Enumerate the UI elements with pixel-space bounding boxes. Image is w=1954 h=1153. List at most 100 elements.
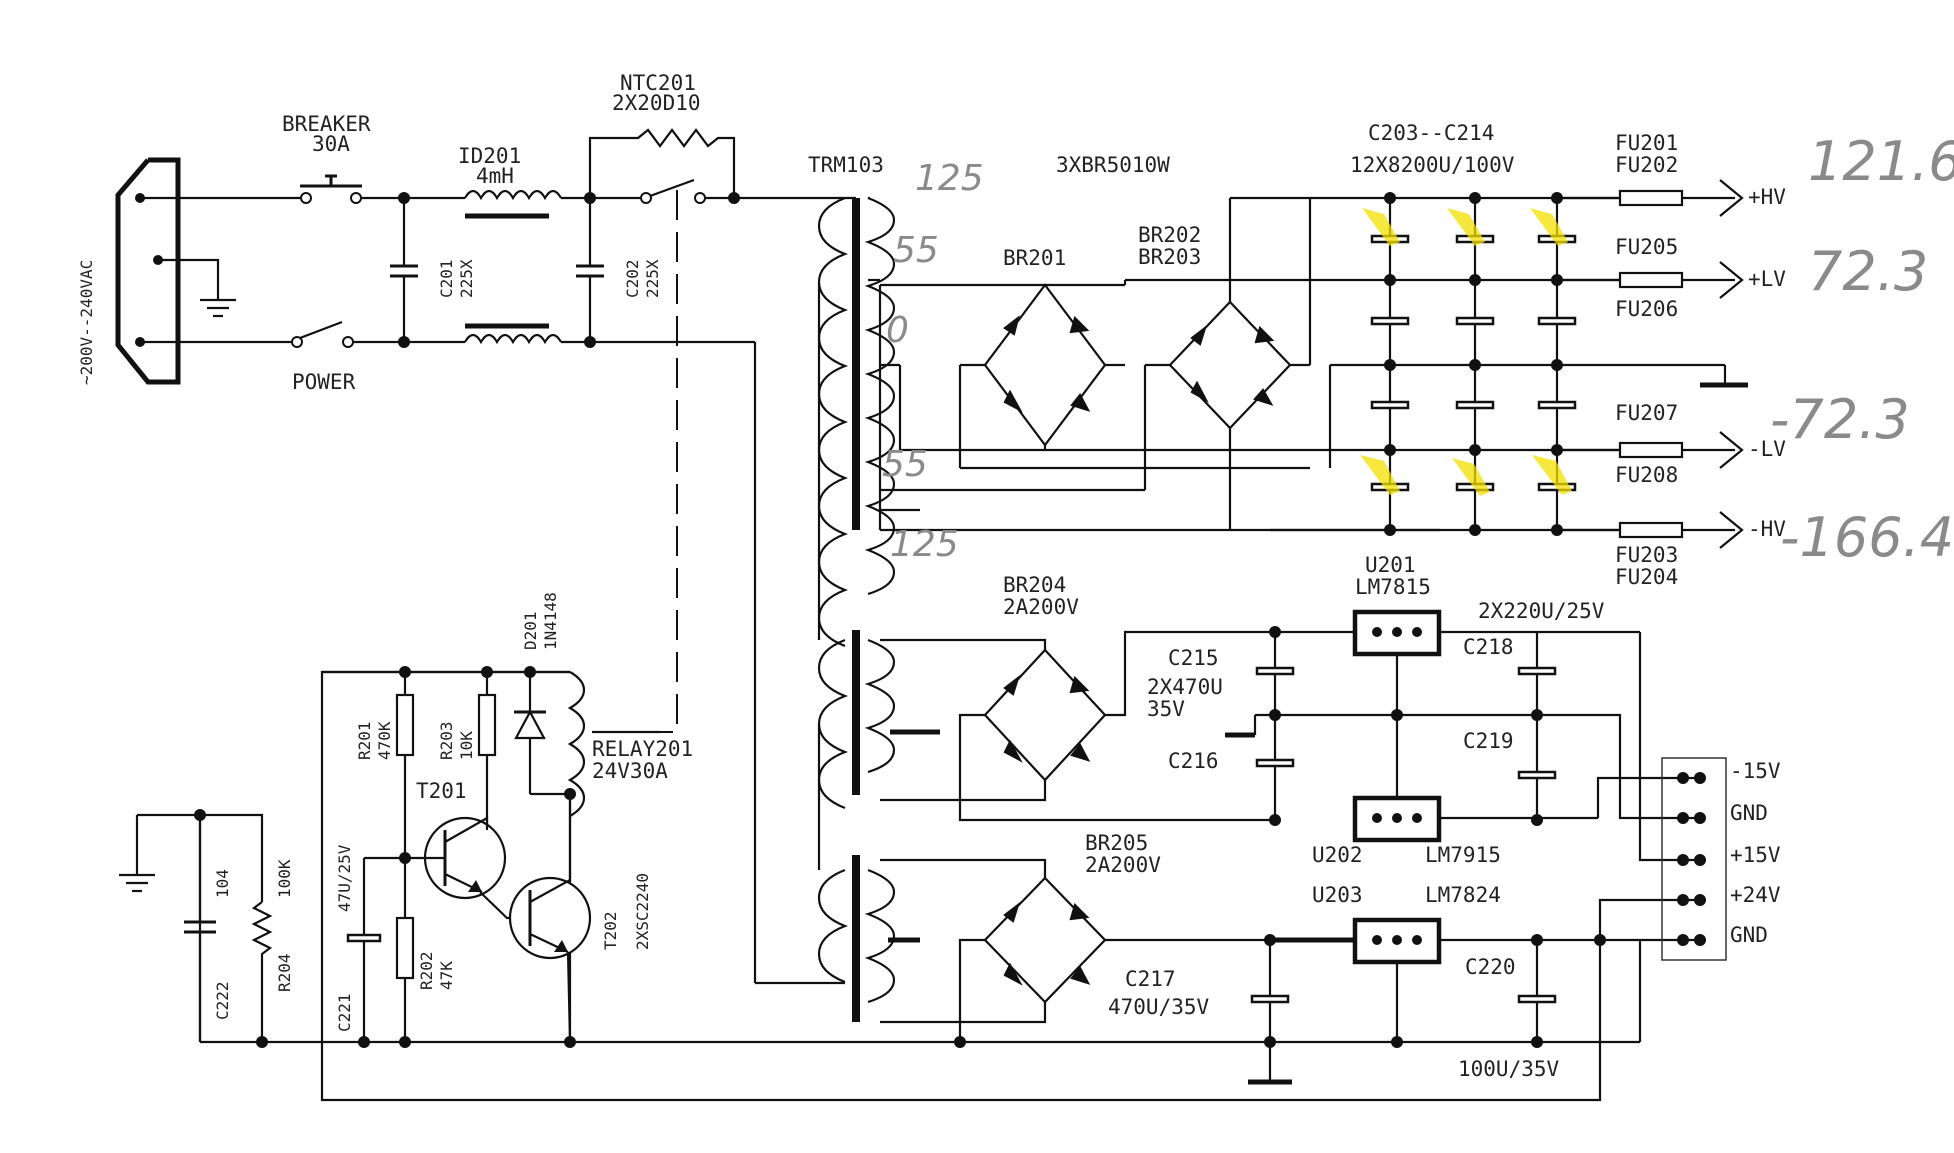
br205-value: 2A200V (1085, 853, 1161, 877)
d201-type: 1N4148 (541, 592, 560, 650)
breaker-label: BREAKER (282, 112, 371, 136)
u202-type: LM7915 (1425, 843, 1501, 867)
t202-label: T202 (601, 911, 620, 950)
fu205-label: FU205 (1615, 235, 1678, 259)
regulator-u202 (1352, 795, 1442, 843)
br202-label: BR202 (1138, 223, 1201, 247)
ntc-value: 2X20D10 (612, 91, 701, 115)
handwritten-tap-bottom: 125 (890, 524, 959, 565)
c217-label: C217 (1125, 967, 1176, 991)
t202-type: 2XSC2240 (633, 873, 652, 950)
output-fuses (1557, 179, 1744, 549)
ntc-relay-contact (588, 128, 856, 733)
bridge-rectifier-br204 (983, 648, 1107, 782)
handwritten-tap-55b: 55 (882, 444, 928, 485)
input-voltage-label: ~200V--240VAC (77, 260, 96, 385)
output-connector (1661, 757, 1727, 961)
capacitor-c202 (576, 192, 604, 348)
u201-label: U201 (1365, 553, 1416, 577)
relay-driver (322, 666, 660, 1043)
choke-label: ID201 (458, 144, 521, 168)
capacitor-c201 (390, 192, 418, 348)
c221-value: 47U/25V (335, 844, 354, 912)
t201-label: T201 (416, 779, 467, 803)
handwritten-hv-neg: -166.4 (1780, 506, 1954, 569)
r202-label: R202 (417, 951, 436, 990)
r201-value: 470K (375, 721, 394, 760)
handwritten-tap-0: 0 (886, 310, 909, 351)
br205-label: BR205 (1085, 831, 1148, 855)
handwritten-tap-top: 125 (915, 158, 984, 199)
capacitors-c215-c216 (1255, 626, 1403, 826)
c215-value2: 35V (1147, 697, 1185, 721)
transformer-trm103 (817, 196, 896, 1022)
c202-label: C202 (623, 259, 642, 298)
fu201-label: FU201 (1615, 131, 1678, 155)
c201-value: 225X (457, 259, 476, 298)
c218-label: C218 (1463, 635, 1514, 659)
output-hv-neg: -HV (1748, 517, 1786, 541)
c202-value: 225X (643, 259, 662, 298)
bridge-rectifier-br205 (983, 876, 1107, 1004)
relay-value: 24V30A (592, 759, 668, 783)
breaker-switch (300, 174, 362, 204)
relay-label: RELAY201 (592, 737, 693, 761)
output-lv-pos: +LV (1748, 267, 1786, 291)
c217-value: 470U/35V (1108, 995, 1210, 1019)
connector-pin-gnd2: GND (1730, 923, 1768, 947)
regulator-u201 (1352, 609, 1442, 657)
u203-type: LM7824 (1425, 883, 1501, 907)
regulator-u203 (1352, 917, 1442, 965)
br204-value: 2A200V (1003, 595, 1079, 619)
fu208-label: FU208 (1615, 463, 1678, 487)
capacitor-c217 (1248, 934, 1292, 1085)
br203-label: BR203 (1138, 245, 1201, 269)
output-lv-neg: -LV (1748, 437, 1786, 461)
rectifier-type-label: 3XBR5010W (1056, 153, 1170, 177)
r202-value: 47K (437, 961, 456, 990)
bridge-rectifier-br201 (983, 283, 1107, 447)
br204-label: BR204 (1003, 573, 1066, 597)
capacitor-bank (1360, 192, 1577, 536)
handwritten-tap-55a: 55 (893, 230, 939, 271)
choke-value: 4mH (476, 164, 514, 188)
u202-label: U202 (1312, 843, 1363, 867)
power-switch-label: POWER (292, 370, 356, 394)
c219-label: C219 (1463, 729, 1514, 753)
c222-value: 104 (213, 869, 232, 898)
c218-value: 2X220U/25V (1478, 599, 1605, 623)
c216-label: C216 (1168, 749, 1219, 773)
c215-label: C215 (1168, 646, 1219, 670)
r201-label: R201 (355, 721, 374, 760)
bridge-rectifier-br202 (1168, 300, 1292, 430)
connector-pin-pos24: +24V (1730, 883, 1781, 907)
c222-label: C222 (213, 981, 232, 1020)
connector-pin-gnd1: GND (1730, 801, 1768, 825)
c220-label: C220 (1465, 955, 1516, 979)
capacitor-c220 (1517, 934, 1557, 1048)
fu204-label: FU204 (1615, 565, 1678, 589)
u203-label: U203 (1312, 883, 1363, 907)
fu206-label: FU206 (1615, 297, 1678, 321)
capacitors-c218-c219 (1517, 632, 1557, 826)
connector-pin-neg15: -15V (1730, 759, 1781, 783)
ac-input-plug (115, 157, 236, 385)
ntc-label: NTC201 (620, 71, 696, 95)
handwritten-hv-pos: 121.6 (1808, 130, 1954, 193)
cap-bank-value: 12X8200U/100V (1350, 153, 1515, 177)
connector-pin-pos15: +15V (1730, 843, 1781, 867)
br201-label: BR201 (1003, 246, 1066, 270)
handwritten-lv-neg: -72.3 (1770, 388, 1910, 451)
c201-label: C201 (437, 259, 456, 298)
breaker-rating-label: 30A (312, 132, 350, 156)
handwritten-lv-pos: 72.3 (1808, 240, 1928, 303)
fu207-label: FU207 (1615, 401, 1678, 425)
common-mode-choke-id201 (464, 189, 562, 345)
fu203-label: FU203 (1615, 543, 1678, 567)
ground-network (119, 809, 273, 1042)
c220-value: 100U/35V (1458, 1057, 1560, 1081)
output-hv-pos: +HV (1748, 185, 1786, 209)
transformer-label: TRM103 (808, 153, 884, 177)
